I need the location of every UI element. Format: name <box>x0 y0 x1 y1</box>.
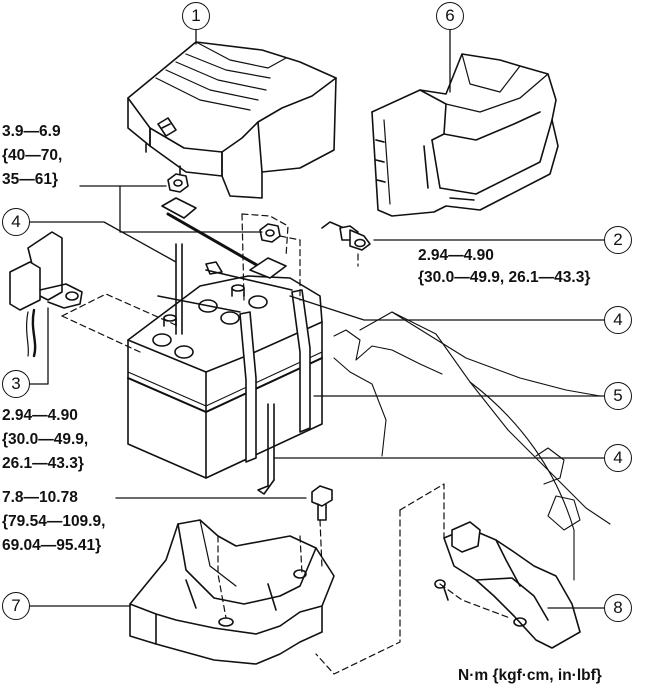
torque-units-legend: N·m {kgf·cm, in·lbf} <box>458 667 602 684</box>
clamp-rods <box>161 197 287 495</box>
torque-tray-bolt-line1: 7.8—10.78 <box>2 489 78 506</box>
torque-negative-terminal-line1: 2.94—4.90 <box>2 407 78 424</box>
callout-7: 7 <box>2 592 30 620</box>
torque-negative-terminal-line2: {30.0—49.9, <box>2 431 89 448</box>
torque-negative-terminal-line3: 26.1—43.3} <box>2 455 84 472</box>
torque-positive-terminal-line1: 2.94—4.90 <box>418 247 494 264</box>
callout-4-left: 4 <box>2 208 30 236</box>
battery-cover <box>127 41 337 199</box>
battery-body <box>127 261 323 479</box>
alignment-lines <box>61 213 511 675</box>
callout-4-right-lower: 4 <box>604 444 632 472</box>
battery-bracket <box>434 521 581 649</box>
battery-tray <box>129 519 335 665</box>
torque-positive-terminal-line2: {30.0—49.9, 26.1—43.3} <box>418 269 591 286</box>
callout-5: 5 <box>604 382 632 410</box>
callout-1: 1 <box>182 2 210 30</box>
callout-3: 3 <box>2 370 30 398</box>
positive-terminal <box>321 221 371 251</box>
tray-bolt <box>311 485 333 521</box>
callout-6: 6 <box>436 2 464 30</box>
battery-box <box>371 53 559 217</box>
leader-lines <box>19 29 605 609</box>
torque-nut-top-line3: 35—61} <box>2 171 59 188</box>
callout-2: 2 <box>604 226 632 254</box>
torque-tray-bolt-line3: 69.04—95.41} <box>2 537 102 554</box>
nut-top <box>167 173 189 193</box>
nut-terminal <box>259 223 281 243</box>
callout-8: 8 <box>604 594 632 622</box>
phantom-outline <box>333 311 611 581</box>
negative-terminal <box>9 231 83 358</box>
callout-4-right-upper: 4 <box>604 306 632 334</box>
torque-nut-top-line2: {40—70, <box>2 147 63 164</box>
torque-nut-top-line1: 3.9—6.9 <box>2 123 61 140</box>
torque-tray-bolt-line2: {79.54—109.9, <box>2 513 106 530</box>
